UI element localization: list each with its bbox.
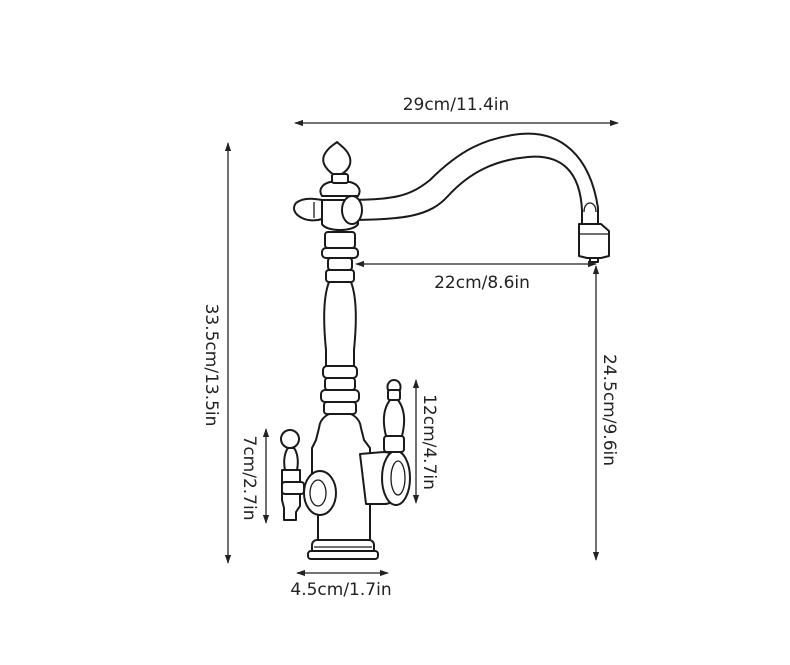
spout-aerator [578,223,610,263]
label-lever-height: 7cm/2.7in [239,436,259,521]
label-spout-height: 24.5cm/9.6in [599,354,619,466]
left-top-lever [293,197,323,222]
dimension-spout-height: 24.5cm/9.6in [592,265,619,561]
dimension-base-diameter: 4.5cm/1.7in [290,569,392,600]
spout-collar [341,195,363,225]
label-base-diameter: 4.5cm/1.7in [290,580,391,600]
dimension-lever-height: 7cm/2.7in [239,428,270,524]
side-valve [359,379,411,506]
label-total-width: 29cm/11.4in [403,95,510,115]
dimension-total-width: 29cm/11.4in [294,95,619,127]
dimension-spout-reach: 22cm/8.6in [355,260,597,293]
spout [345,132,599,225]
label-total-height: 33.5cm/13.5in [201,304,221,427]
faucet-base [307,539,379,560]
label-spout-reach: 22cm/8.6in [434,273,530,293]
dimension-side-handle-height: 12cm/4.7in [412,379,439,504]
faucet-drawing [280,132,610,560]
left-valve [280,429,337,521]
dimension-total-height: 33.5cm/13.5in [201,142,232,564]
top-handle [319,141,361,197]
label-side-handle-height: 12cm/4.7in [419,394,439,490]
